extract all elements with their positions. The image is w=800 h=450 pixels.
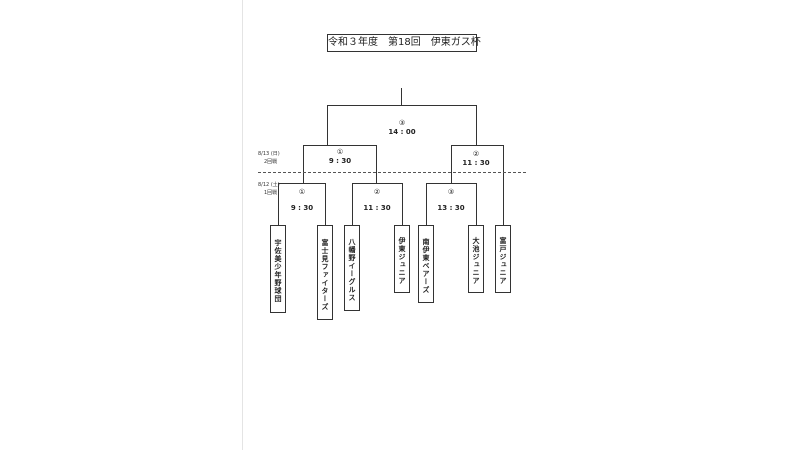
r1c-bracket-right (476, 183, 477, 225)
round1-label: 1回戦 (264, 190, 278, 196)
r1c-bracket-top (426, 183, 477, 184)
semi-right-bracket-right (503, 145, 504, 225)
team-name: 富戸ジュニア (499, 237, 507, 285)
r1b-bracket-top (352, 183, 403, 184)
r1a-bracket-left (278, 183, 279, 225)
team-name: 八幡野イーグルス (348, 238, 356, 302)
round2-label: 2回戦 (264, 159, 278, 165)
final-match-number: ③ (398, 119, 406, 127)
semi-right-bracket-left (451, 145, 452, 183)
team-box-6: 大池ジュニア (468, 225, 484, 293)
r1a-bracket-right (325, 183, 326, 225)
semi-left-bracket-left (303, 145, 304, 183)
final-match-time: 14 : 00 (388, 128, 416, 136)
team-name: 大池ジュニア (472, 237, 480, 285)
team-name: 伊東ジュニア (398, 237, 406, 285)
r1b-match-number: ② (373, 188, 381, 196)
team-box-7: 富戸ジュニア (495, 225, 511, 293)
round1-date: 8/12 (土) (258, 182, 280, 188)
r1c-bracket-left (426, 183, 427, 225)
semi-right-match-number: ② (472, 150, 480, 158)
r1a-match-number: ① (298, 188, 306, 196)
r1a-bracket-top (278, 183, 326, 184)
r1a-match-time: 9 : 30 (290, 204, 314, 212)
semi-left-bracket-right (376, 145, 377, 183)
team-name: 南伊東ベアーズ (422, 238, 430, 294)
r1c-match-time: 13 : 30 (437, 204, 465, 212)
semi-left-match-number: ① (336, 148, 344, 156)
team-box-4: 伊東ジュニア (394, 225, 410, 293)
team-name: 宇佐美少年野球団 (274, 239, 282, 303)
r1c-match-number: ③ (447, 188, 455, 196)
page-edge (242, 0, 243, 450)
r1b-match-time: 11 : 30 (363, 204, 391, 212)
day-divider (258, 172, 526, 173)
final-bracket-left (327, 105, 328, 145)
page-title: 令和３年度 第18回 伊東ガス杯 (327, 34, 481, 52)
team-box-3: 八幡野イーグルス (344, 225, 360, 311)
semi-left-match-time: 9 : 30 (328, 157, 352, 165)
r1b-bracket-right (402, 183, 403, 225)
team-box-5: 南伊東ベアーズ (418, 225, 434, 303)
team-name: 富士見ファイターズ (321, 238, 329, 311)
semi-right-bracket-top (451, 145, 504, 146)
semi-right-match-time: 11 : 30 (462, 159, 490, 167)
team-box-2: 富士見ファイターズ (317, 225, 333, 320)
r1b-bracket-left (352, 183, 353, 225)
final-bracket-right (476, 105, 477, 145)
team-box-1: 宇佐美少年野球団 (270, 225, 286, 313)
final-bracket-top (327, 105, 477, 106)
champion-line (401, 88, 402, 105)
round2-date: 8/13 (日) (258, 151, 280, 157)
semi-left-bracket-top (303, 145, 377, 146)
